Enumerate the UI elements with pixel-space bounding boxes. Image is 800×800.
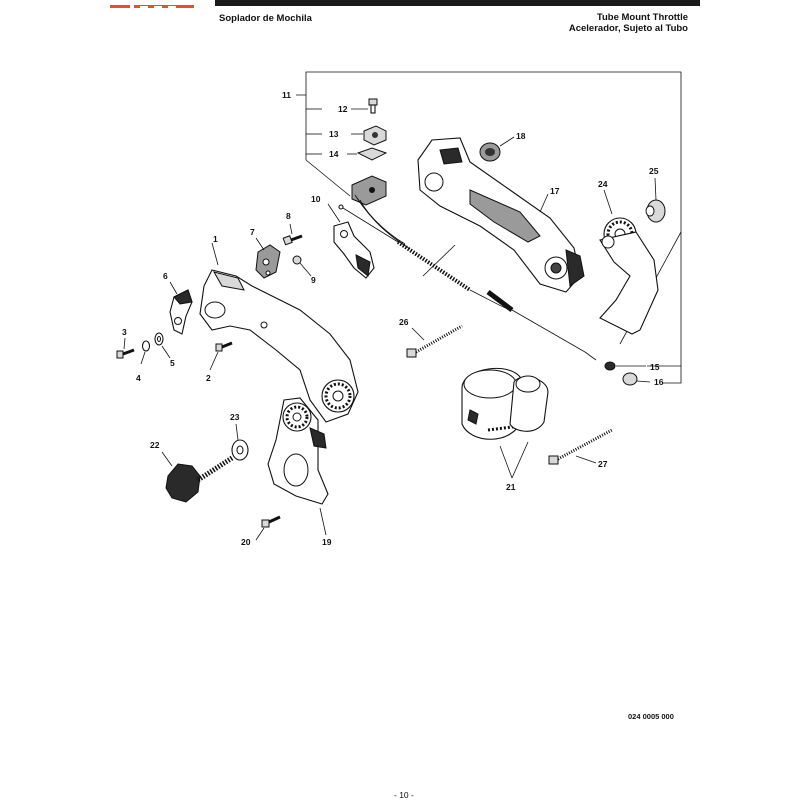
part-12-screw bbox=[351, 98, 378, 114]
callout-4: 4 bbox=[136, 373, 141, 383]
part-17-handle-housing bbox=[417, 137, 585, 293]
callout-labels: 1 2 3 4 5 6 7 8 9 10 11 12 13 14 15 16 1… bbox=[122, 90, 664, 547]
callout-7: 7 bbox=[250, 227, 255, 237]
callout-12: 12 bbox=[338, 104, 348, 114]
document-number: 024 0005 000 bbox=[628, 712, 674, 721]
section-title-english: Tube Mount Throttle bbox=[596, 12, 688, 23]
callout-9: 9 bbox=[311, 275, 316, 285]
part-2-screw bbox=[209, 341, 233, 371]
callout-23: 23 bbox=[230, 412, 240, 422]
part-10-throttle-cable bbox=[338, 204, 597, 361]
part-24-mount-bracket bbox=[599, 189, 659, 335]
callout-26: 26 bbox=[399, 317, 409, 327]
callout-27: 27 bbox=[598, 459, 608, 469]
part-14-plate bbox=[347, 147, 388, 161]
part-1-handle-bracket bbox=[199, 242, 359, 423]
callout-18: 18 bbox=[516, 131, 526, 141]
part-18-grommet bbox=[479, 136, 515, 162]
callout-19: 19 bbox=[322, 537, 332, 547]
callout-8: 8 bbox=[286, 211, 291, 221]
callout-15: 15 bbox=[650, 362, 660, 372]
part-6-trigger bbox=[169, 281, 193, 335]
callout-20: 20 bbox=[241, 537, 251, 547]
callout-1: 1 bbox=[213, 234, 218, 244]
part-27-cable-tie bbox=[548, 428, 613, 465]
callout-22: 22 bbox=[150, 440, 160, 450]
part-15-ferrule bbox=[604, 361, 646, 371]
section-title-spanish: Acelerador, Sujeto al Tubo bbox=[568, 23, 688, 34]
callout-2: 2 bbox=[206, 373, 211, 383]
part-19-clamp bbox=[267, 397, 329, 536]
part-7-block bbox=[255, 237, 281, 279]
part-11-switch-wire-assembly bbox=[351, 175, 411, 250]
section-title: Tube Mount Throttle Acelerador, Sujeto a… bbox=[569, 12, 688, 34]
callout-10: 10 bbox=[311, 194, 321, 204]
brand-logo bbox=[108, 0, 206, 8]
callout-25: 25 bbox=[649, 166, 659, 176]
callout-16: 16 bbox=[654, 377, 664, 387]
part-20-screw bbox=[255, 515, 281, 541]
callout-13: 13 bbox=[329, 129, 339, 139]
part-4-washer bbox=[140, 340, 151, 365]
page-number: - 10 - bbox=[394, 790, 414, 800]
callout-5: 5 bbox=[170, 358, 175, 368]
callout-6: 6 bbox=[163, 271, 168, 281]
part-23-washer bbox=[231, 423, 249, 461]
part-22-knob bbox=[161, 451, 234, 503]
part-16-cap bbox=[622, 372, 651, 386]
header-rule bbox=[215, 0, 700, 6]
part-3-screw bbox=[116, 337, 135, 359]
callout-3: 3 bbox=[122, 327, 127, 337]
model-title: Soplador de Mochila bbox=[219, 13, 312, 24]
part-10-throttle-lever bbox=[327, 203, 375, 279]
callout-21: 21 bbox=[506, 482, 516, 492]
callout-14: 14 bbox=[329, 149, 339, 159]
part-26-cable-tie bbox=[406, 324, 463, 358]
part-8-screw bbox=[282, 223, 303, 246]
callout-24: 24 bbox=[598, 179, 608, 189]
part-9-nut bbox=[292, 255, 312, 277]
callout-11: 11 bbox=[282, 90, 291, 100]
callout-17: 17 bbox=[550, 186, 560, 196]
part-25-knob bbox=[645, 177, 666, 223]
part-5-washer bbox=[154, 332, 171, 359]
part-13-nut bbox=[351, 125, 387, 146]
part-21-collar bbox=[461, 367, 549, 479]
